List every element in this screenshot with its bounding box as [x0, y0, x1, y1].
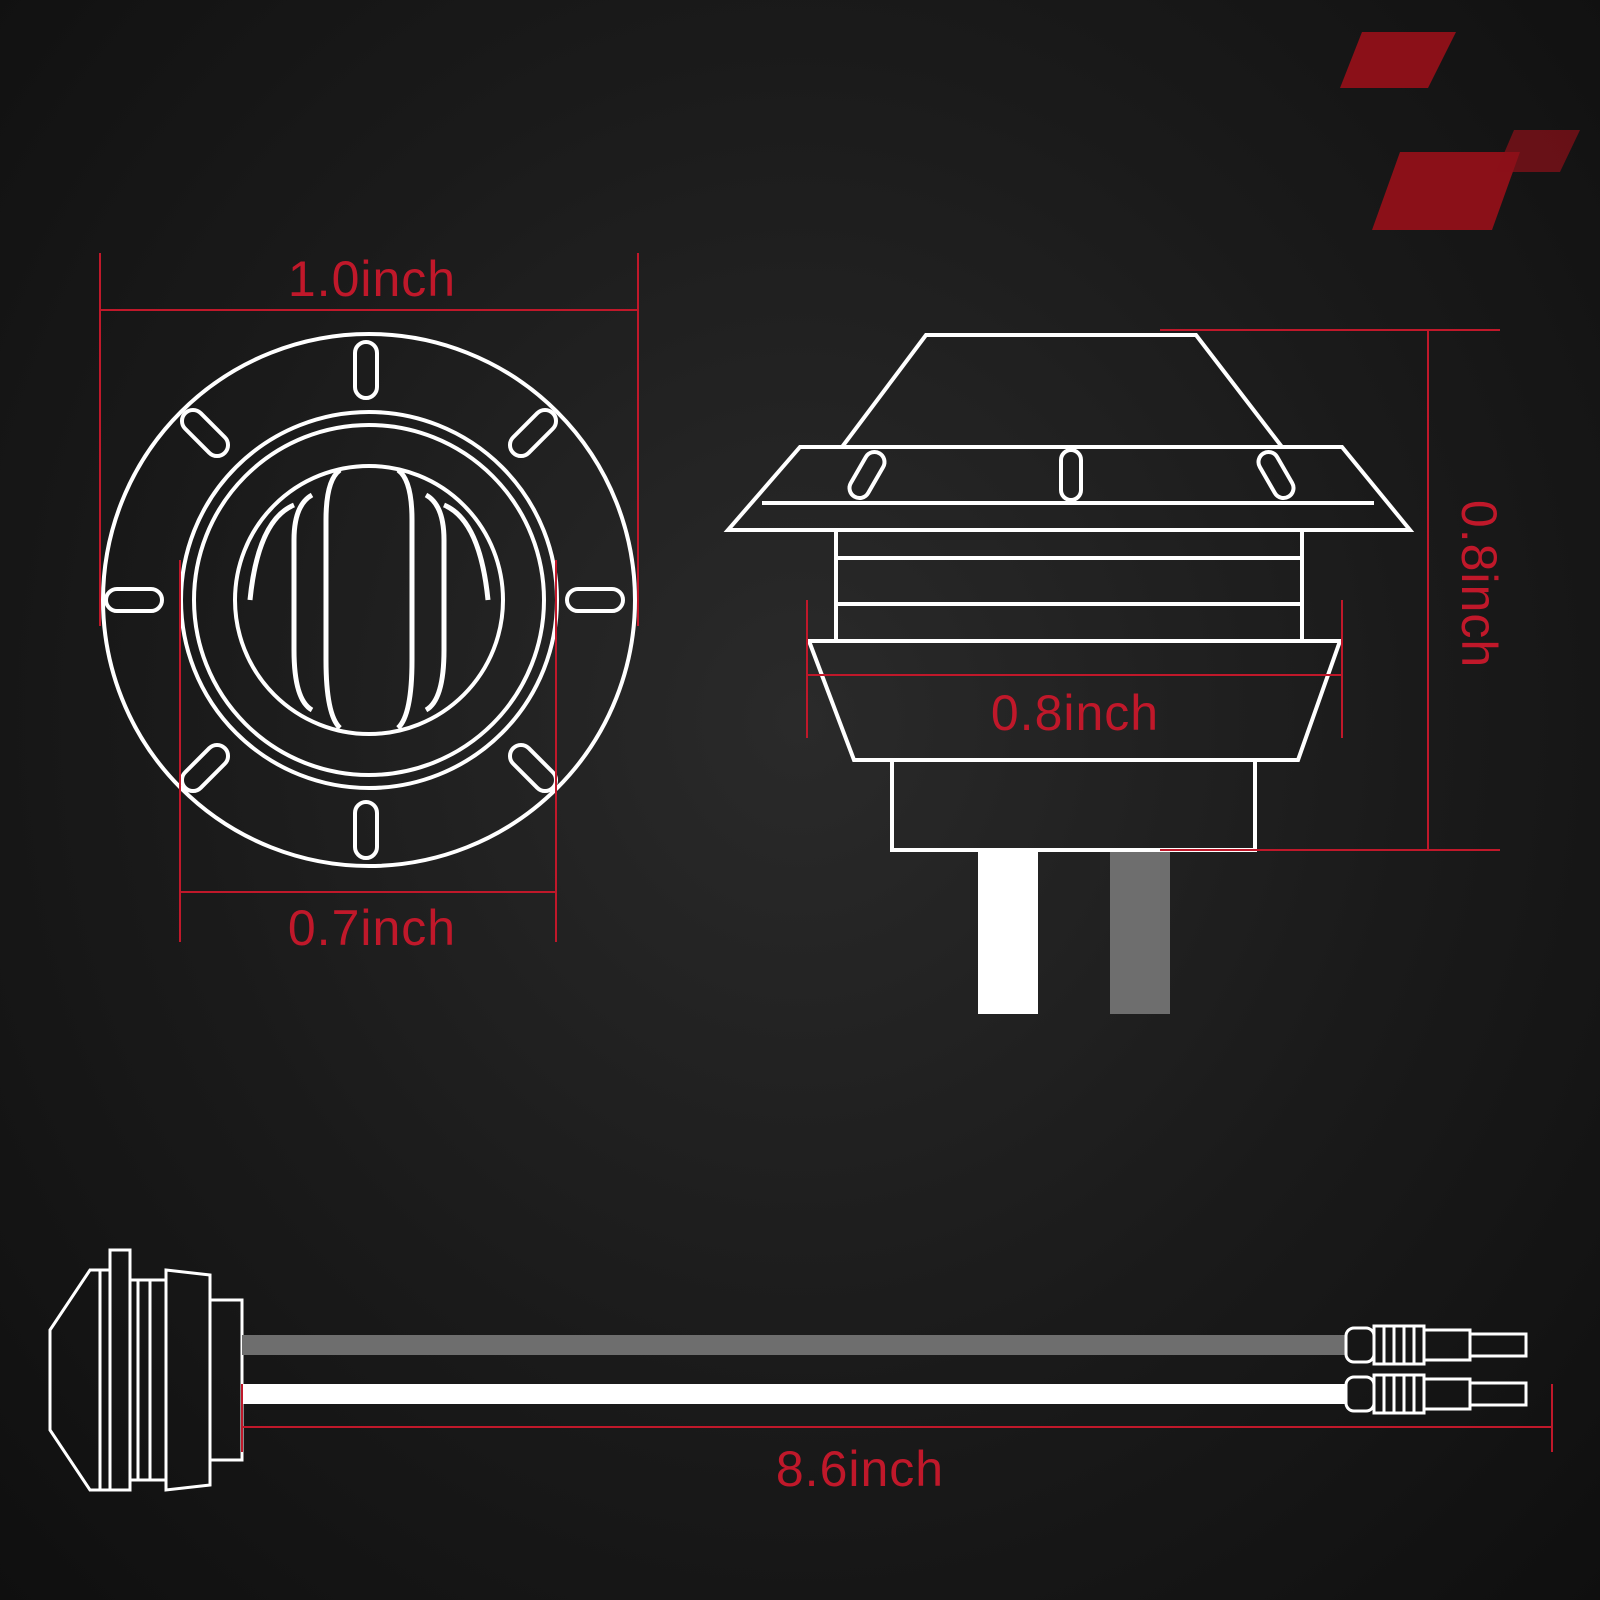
- wire-length-label: 8.6inch: [776, 1441, 944, 1497]
- front-inner-diameter-label: 0.7inch: [288, 900, 456, 956]
- side-body-middle: [834, 556, 1304, 606]
- harness-white-wire: [242, 1384, 1346, 1404]
- wire-dimension-lines: [241, 1384, 1553, 1452]
- lens-ribs: [247, 467, 491, 730]
- side-flange-slots: [847, 448, 1296, 502]
- harness-gray-wire: [242, 1335, 1346, 1355]
- side-body-upper: [834, 528, 1304, 560]
- side-dimension-lines: [806, 329, 1500, 851]
- front-lens: [233, 464, 505, 736]
- front-dimension-lines: [99, 253, 639, 942]
- harness-connectors: [1344, 1324, 1528, 1415]
- front-inner-ring: [192, 423, 546, 777]
- front-outer-diameter-label: 1.0inch: [288, 251, 456, 307]
- mounting-slots: [104, 340, 625, 860]
- side-base: [890, 758, 1257, 852]
- side-gray-wire: [1110, 852, 1170, 1014]
- side-base-width-label: 0.8inch: [991, 685, 1159, 741]
- brand-logo-icon: [1340, 32, 1580, 230]
- side-white-wire: [978, 852, 1038, 1014]
- side-view: [723, 333, 1415, 852]
- side-body-lower: [834, 602, 1304, 643]
- side-flange: [723, 445, 1415, 532]
- harness-light-view: [48, 1248, 244, 1492]
- front-middle-ring: [179, 410, 559, 790]
- side-grommet: [806, 639, 1343, 762]
- front-view: [101, 332, 637, 868]
- front-outer-ring: [101, 332, 637, 868]
- side-lens-dome: [838, 333, 1287, 449]
- side-height-label: 0.8inch: [1451, 500, 1507, 668]
